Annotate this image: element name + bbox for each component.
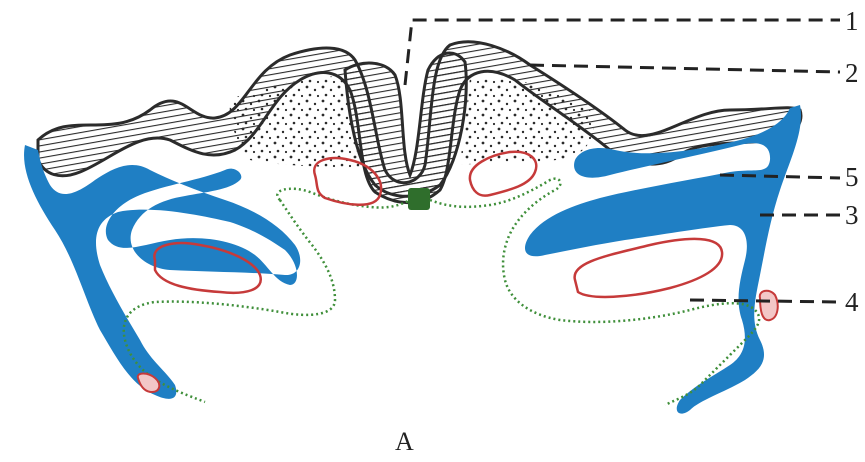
vessel-mid-right — [575, 239, 723, 297]
callout-3: 3 — [845, 200, 859, 230]
callout-2: 2 — [845, 58, 859, 88]
leader-line-2 — [530, 65, 840, 72]
callout-5: 5 — [845, 162, 859, 192]
vessel-small-right — [760, 291, 778, 320]
callout-4: 4 — [845, 287, 859, 317]
leader-line-4 — [690, 300, 840, 302]
notochord-block — [408, 188, 430, 210]
panel-label: A — [395, 427, 414, 456]
callout-1: 1 — [845, 6, 859, 36]
